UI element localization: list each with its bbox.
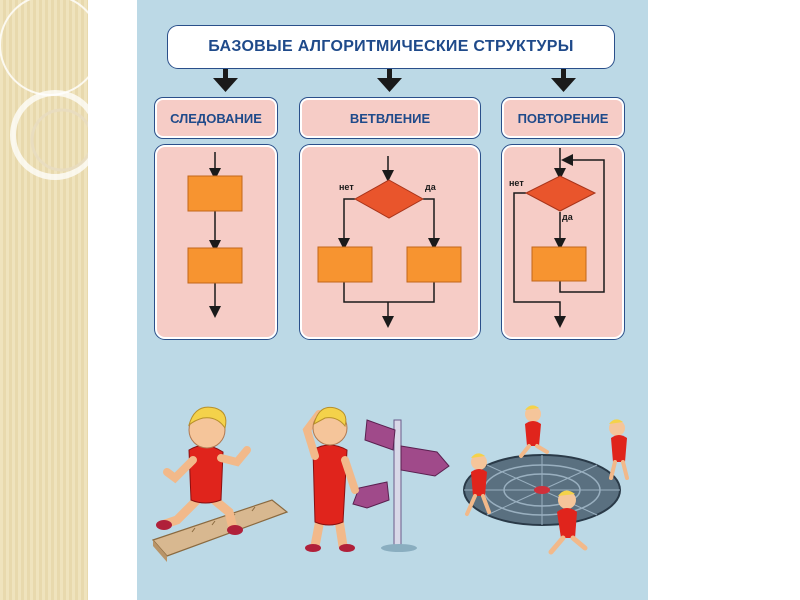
boy-at-signpost-illustration	[302, 406, 450, 552]
decorative-side-strip	[0, 0, 88, 600]
branching-flowchart	[338, 156, 440, 328]
structure-label-loop: ПОВТОРЕНИЕ	[502, 98, 624, 138]
structure-label-branching: ВЕТВЛЕНИЕ	[300, 98, 480, 138]
title-arrows	[213, 66, 576, 92]
flowchart-connectors	[151, 66, 629, 562]
branch-no-label: нет	[339, 182, 354, 192]
condition-diamond	[353, 179, 425, 219]
loop-flowchart	[513, 148, 605, 328]
branch-block-yes	[406, 246, 462, 283]
boys-running-around-circle-illustration	[463, 405, 629, 555]
loop-yes-label: да	[562, 212, 573, 222]
decorative-circles	[0, 0, 88, 180]
algorithm-poster	[137, 0, 648, 600]
process-block-1	[187, 175, 243, 212]
loop-no-label: нет	[509, 178, 524, 188]
loop-condition-diamond	[524, 175, 597, 212]
branch-yes-label: да	[425, 182, 436, 192]
branch-block-no	[317, 246, 373, 283]
loop-body-block	[531, 246, 587, 282]
diagram-title: БАЗОВЫЕ АЛГОРИТМИЧЕСКИЕ СТРУКТУРЫ	[168, 26, 614, 68]
boy-walking-on-board-illustration	[151, 406, 289, 562]
process-block-2	[187, 247, 243, 284]
structure-label-sequence: СЛЕДОВАНИЕ	[155, 98, 277, 138]
